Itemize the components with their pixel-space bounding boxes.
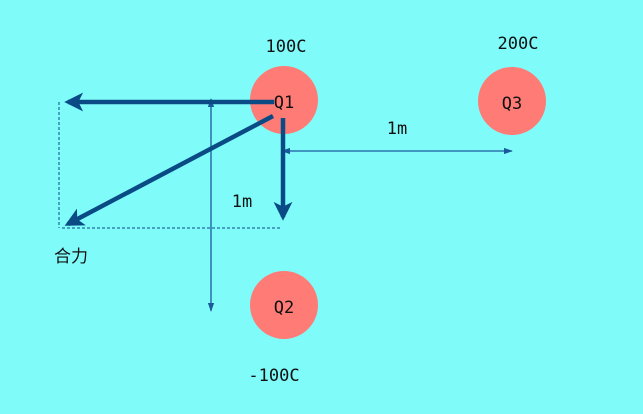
- charge-q2: [250, 271, 318, 339]
- q2-charge-value: -100C: [248, 366, 299, 386]
- resultant-force-arrow: [64, 114, 275, 226]
- q3-charge-value: 200C: [498, 34, 539, 54]
- charge-q3: [478, 67, 546, 135]
- resultant-label: 合力: [54, 247, 88, 267]
- distance-label-q1-q2: 1m: [232, 192, 252, 212]
- q1-label: Q1: [274, 93, 294, 113]
- distance-label-q1-q3: 1m: [387, 119, 407, 139]
- q1-charge-value: 100C: [266, 37, 307, 57]
- q3-label: Q3: [502, 94, 522, 114]
- q2-label: Q2: [274, 298, 294, 318]
